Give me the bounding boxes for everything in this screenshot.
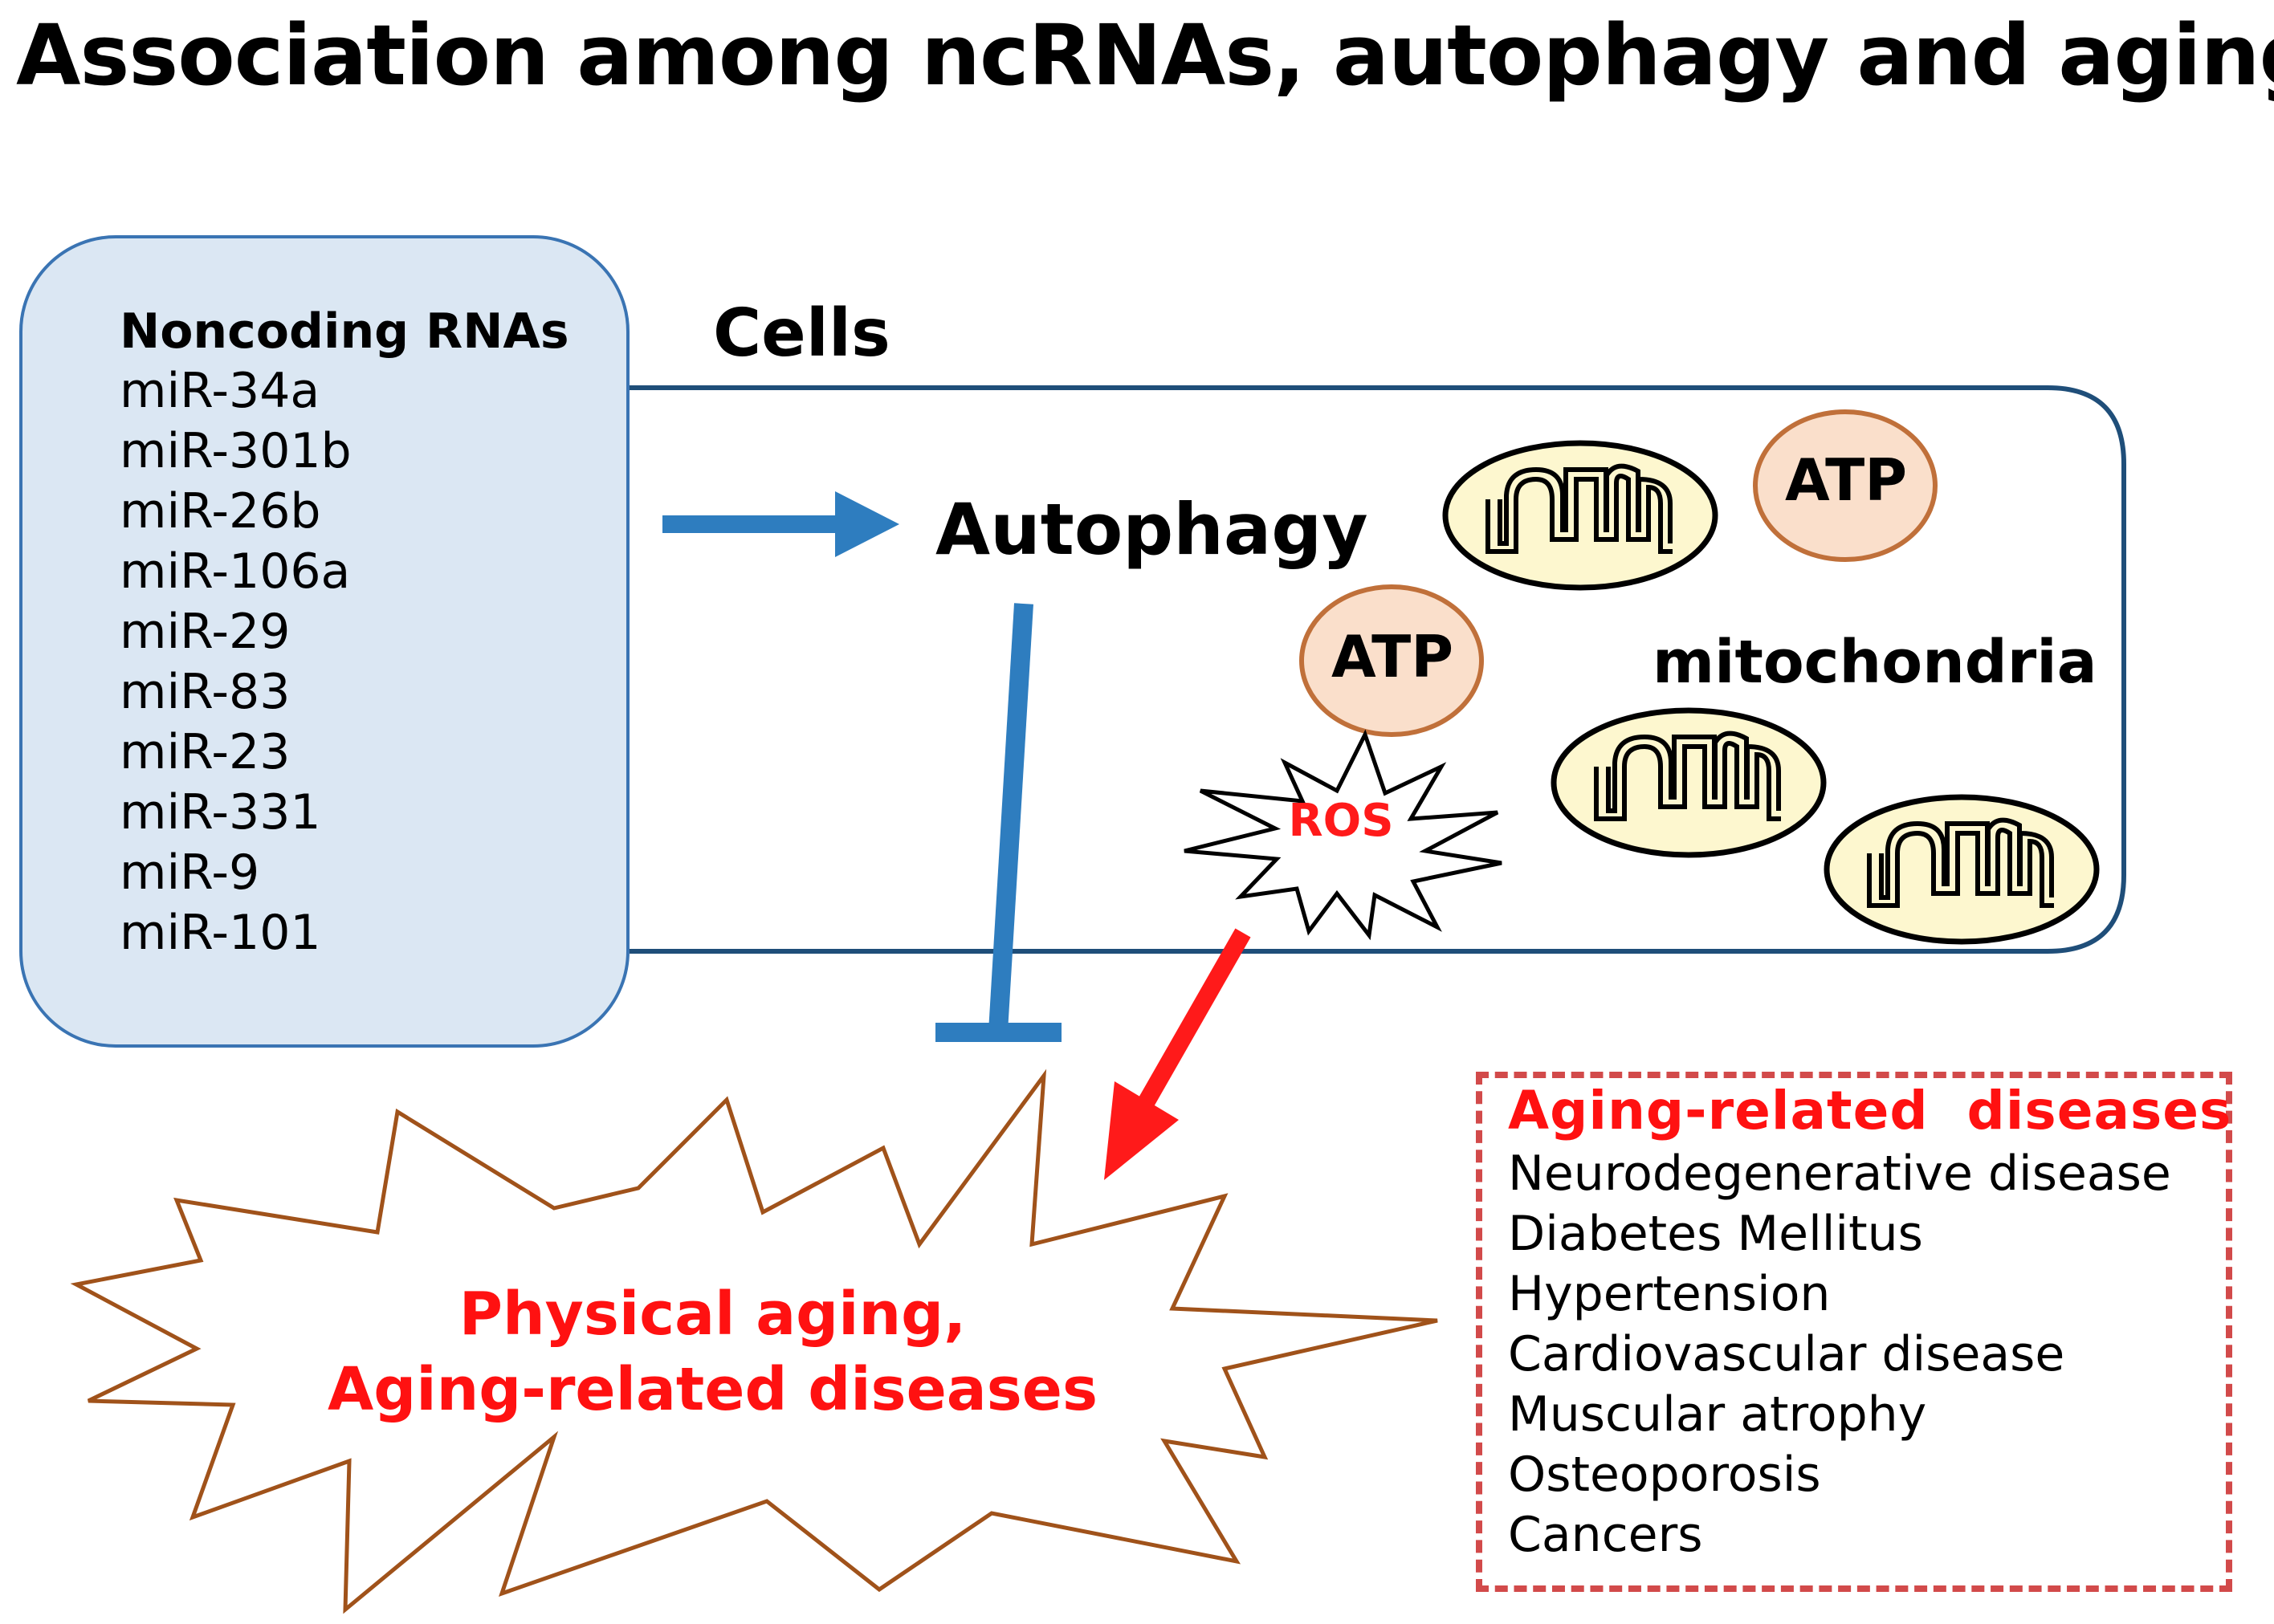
atp-circle [1753,409,1938,562]
list-item: Cancers [1508,1507,1703,1563]
atp-label: ATP [1331,623,1453,690]
list-item: Muscular atrophy [1508,1386,1927,1443]
noncoding-rna-box [19,235,630,1048]
noncoding-rna-heading: Noncoding RNAs [120,303,569,360]
aging-burst-line: Aging-related diseases [327,1355,1098,1424]
list-item: Cardiovascular disease [1508,1326,2065,1382]
list-item: miR-34a [120,363,320,419]
page-title: Association among ncRNAs, autophagy and … [16,6,2274,104]
mitochondrion-icon [1551,707,1827,858]
aging-burst-line: Physical aging, [458,1280,967,1349]
list-item: Diabetes Mellitus [1508,1206,1923,1262]
mitochondria-label: mitochondria [1653,628,2097,697]
inhibition-bar [935,603,1062,1042]
atp-label: ATP [1784,446,1907,514]
aging-burst [70,1068,1438,1614]
list-item: Hypertension [1508,1266,1831,1322]
list-item: miR-331 [120,784,321,840]
disease-heading: Aging-related diseases [1508,1080,2232,1142]
aging-burst-text: Physical aging, Aging-related diseases [241,1276,1184,1427]
list-item: miR-9 [120,845,260,901]
list-item: miR-83 [120,664,291,720]
list-item: miR-101 [120,905,321,961]
mitochondrion-icon [1824,794,2100,945]
cells-label: Cells [713,295,890,372]
ros-to-aging-arrow [1104,928,1251,1180]
list-item: miR-106a [120,543,351,600]
ros-burst [1184,729,1502,941]
disease-list: Neurodegenerative disease Diabetes Melli… [1508,1144,2171,1565]
disease-box [1476,1072,2232,1592]
list-item: Osteoporosis [1508,1447,1821,1503]
list-item: miR-23 [120,724,291,780]
noncoding-rna-list: miR-34a miR-301b miR-26b miR-106a miR-29… [120,361,352,963]
list-item: miR-29 [120,604,291,660]
list-item: Neurodegenerative disease [1508,1146,2171,1202]
list-item: miR-301b [120,423,352,479]
ncrna-to-autophagy-arrow [662,491,899,557]
list-item: miR-26b [120,483,321,539]
atp-circle [1299,584,1484,737]
mitochondrion-icon [1442,440,1718,591]
ros-label: ROS [1288,795,1394,847]
autophagy-label: Autophagy [935,488,1368,571]
cell-boundary [630,385,2126,954]
